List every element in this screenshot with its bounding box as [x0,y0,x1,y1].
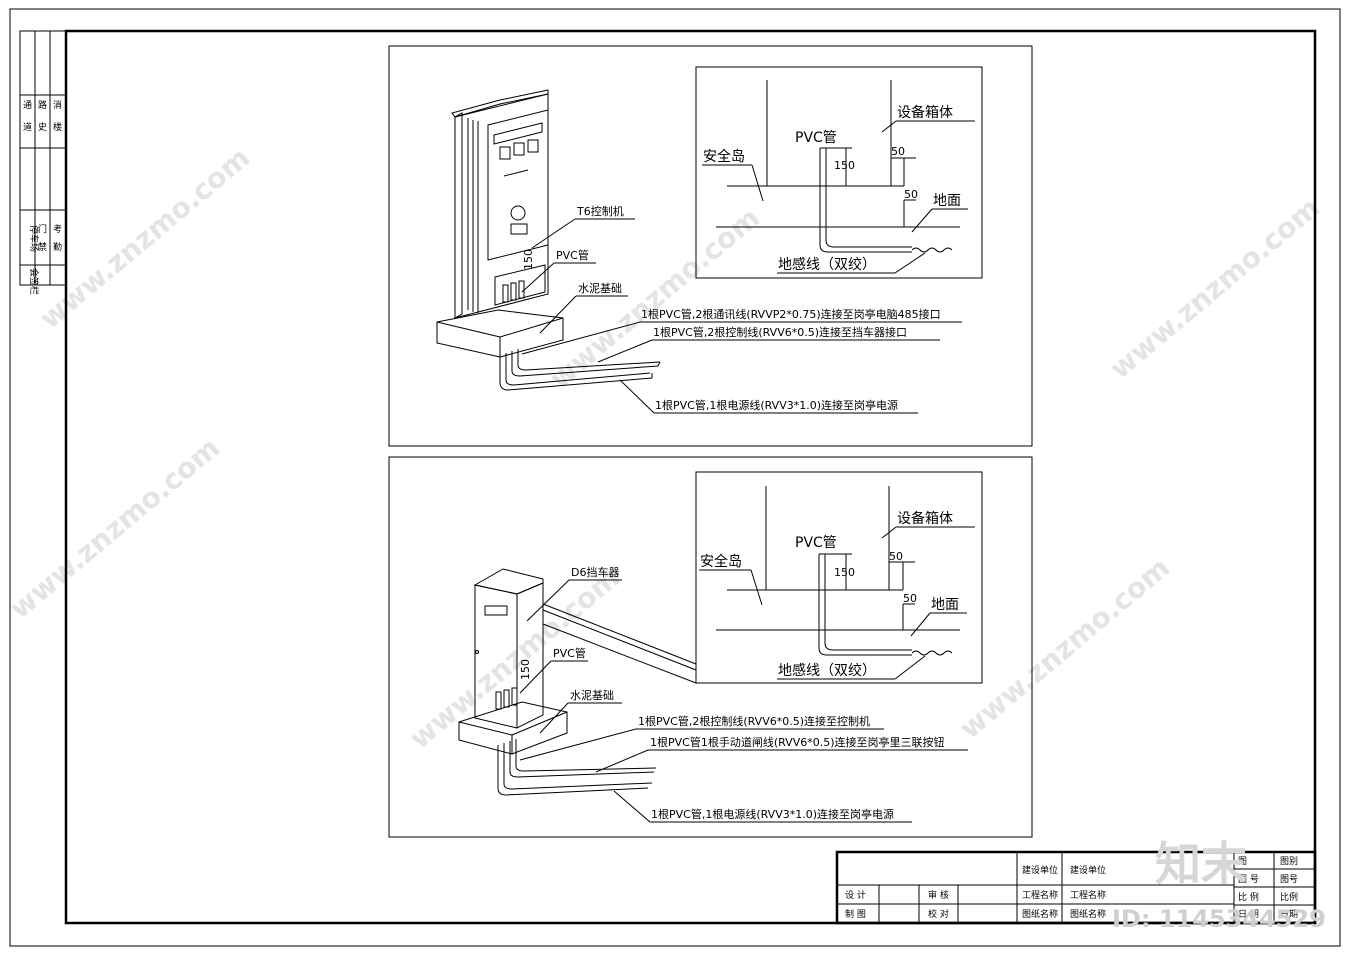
device-label: D6挡车器 [571,565,619,579]
watermark-text: www.znzmo.com [403,561,626,755]
concrete-base [436,309,564,358]
drawing-label: 图纸名称 [1022,908,1058,920]
island-label: 安全岛 [700,553,742,570]
bottom-detail: D6挡车器 PVC管 150 水泥基础 1根PVC管,2根控制线(RVV6*0.… [388,456,1033,838]
cabinet-label: 设备箱体 [897,104,953,121]
watermark-text: www.znzmo.com [1103,191,1326,385]
loop-inset: 设备箱体 PVC管 安全岛 地面 地感线（双绞） 150 50 50 [695,66,983,279]
strip-text: 史 [38,121,47,133]
t6-controller [451,89,549,319]
client-value: 建设单位 [1070,864,1106,876]
dimension: 50 [904,188,918,201]
review-label: 审 核 [928,889,949,901]
pvc-label: PVC管 [795,535,837,551]
pvc-label: PVC管 [556,248,589,262]
strip-text: 消 [53,99,62,111]
sign-off-strip: 通 道 路 史 消 楼 停车场 门 禁 考 勤 会签栏 [19,30,67,295]
strip-text: 门 [38,223,47,235]
cabinet-label: 设备箱体 [897,510,953,527]
cable-note: 1根PVC管,1根电源线(RVV3*1.0)连接至岗亭电源 [651,807,894,821]
loop-label: 地感线（双绞） [778,662,876,679]
d6-barrier [473,568,697,729]
dimension: 150 [834,159,855,172]
conduits [497,739,657,796]
ground-label: 地面 [933,193,961,209]
sheet-no-value: 图号 [1280,874,1298,885]
sheet-type-label: 图 [1238,856,1247,867]
strip-text: 会签栏 [28,268,40,295]
sheet-border [9,8,1341,947]
watermark-id: ID: 1145344529 [1112,905,1326,933]
island-label: 安全岛 [703,148,745,165]
title-block: 建设单位 建设单位 工程名称 工程名称 图纸名称 图纸名称 设 计 制 图 审 … [835,850,1317,925]
watermark-layer: www.znzmo.com www.znzmo.com www.znzmo.co… [3,141,1326,755]
detail-frame [388,45,1033,447]
watermark-text: www.znzmo.com [953,551,1176,745]
cable-note: 1根PVC管,2根通讯线(RVVP2*0.75)连接至岗亭电脑485接口 [641,307,941,321]
concrete-base [458,701,568,755]
dimension: 50 [903,592,917,605]
base-label: 水泥基础 [570,689,614,702]
dimension: 50 [891,145,905,158]
base-label: 水泥基础 [578,282,622,295]
strip-text: 楼 [53,121,62,133]
dimension: 150 [834,566,855,579]
strip-text: 停车场 [28,225,40,252]
drawing-frame [64,29,1317,925]
date-label: 日 期 [1238,909,1259,920]
drawing-value: 图纸名称 [1070,908,1106,920]
strip-text: 禁 [38,242,47,253]
ground-label: 地面 [931,597,959,613]
conduits [499,349,661,391]
draw-label: 制 图 [845,908,866,920]
check-label: 校 对 [928,908,949,920]
loop-inset: 设备箱体 PVC管 安全岛 地面 地感线（双绞） 150 50 50 [695,471,983,684]
cable-note: 1根PVC管1根手动道闸线(RVV6*0.5)连接至岗亭里三联按钮 [650,735,945,749]
sheet-no-label: 图 号 [1238,874,1259,885]
date-value: 日期 [1280,909,1298,920]
scale-value: 比例 [1280,891,1298,903]
project-label: 工程名称 [1022,889,1058,901]
strip-text: 道 [23,121,32,133]
strip-text: 路 [38,99,47,111]
strip-text: 考 [53,224,62,235]
cable-note: 1根PVC管,1根电源线(RVV3*1.0)连接至岗亭电源 [655,398,898,412]
strip-text: 通 [23,100,32,111]
cable-note: 1根PVC管,2根控制线(RVV6*0.5)连接至控制机 [638,714,870,728]
project-value: 工程名称 [1070,889,1106,901]
pvc-label: PVC管 [553,646,586,660]
watermark-logo: 知末 [1155,837,1247,891]
top-detail: T6控制机 PVC管 150 水泥基础 1根PVC管,2根通讯线(RVVP2*0… [388,45,1033,447]
detail-frame [388,456,1033,838]
pvc-dimension: 150 [519,659,532,680]
device-label: T6控制机 [576,204,624,218]
scale-label: 比 例 [1238,891,1259,903]
watermark-text: www.znzmo.com [3,431,226,625]
client-label: 建设单位 [1022,864,1058,876]
loop-label: 地感线（双绞） [778,256,876,273]
dimension: 50 [889,550,903,563]
strip-text: 勤 [53,241,62,253]
cable-note: 1根PVC管,2根控制线(RVV6*0.5)连接至挡车器接口 [653,325,907,339]
design-label: 设 计 [845,889,866,901]
sheet-type-value: 图别 [1280,856,1298,867]
pvc-dimension: 150 [522,249,535,270]
pvc-label: PVC管 [795,130,837,146]
